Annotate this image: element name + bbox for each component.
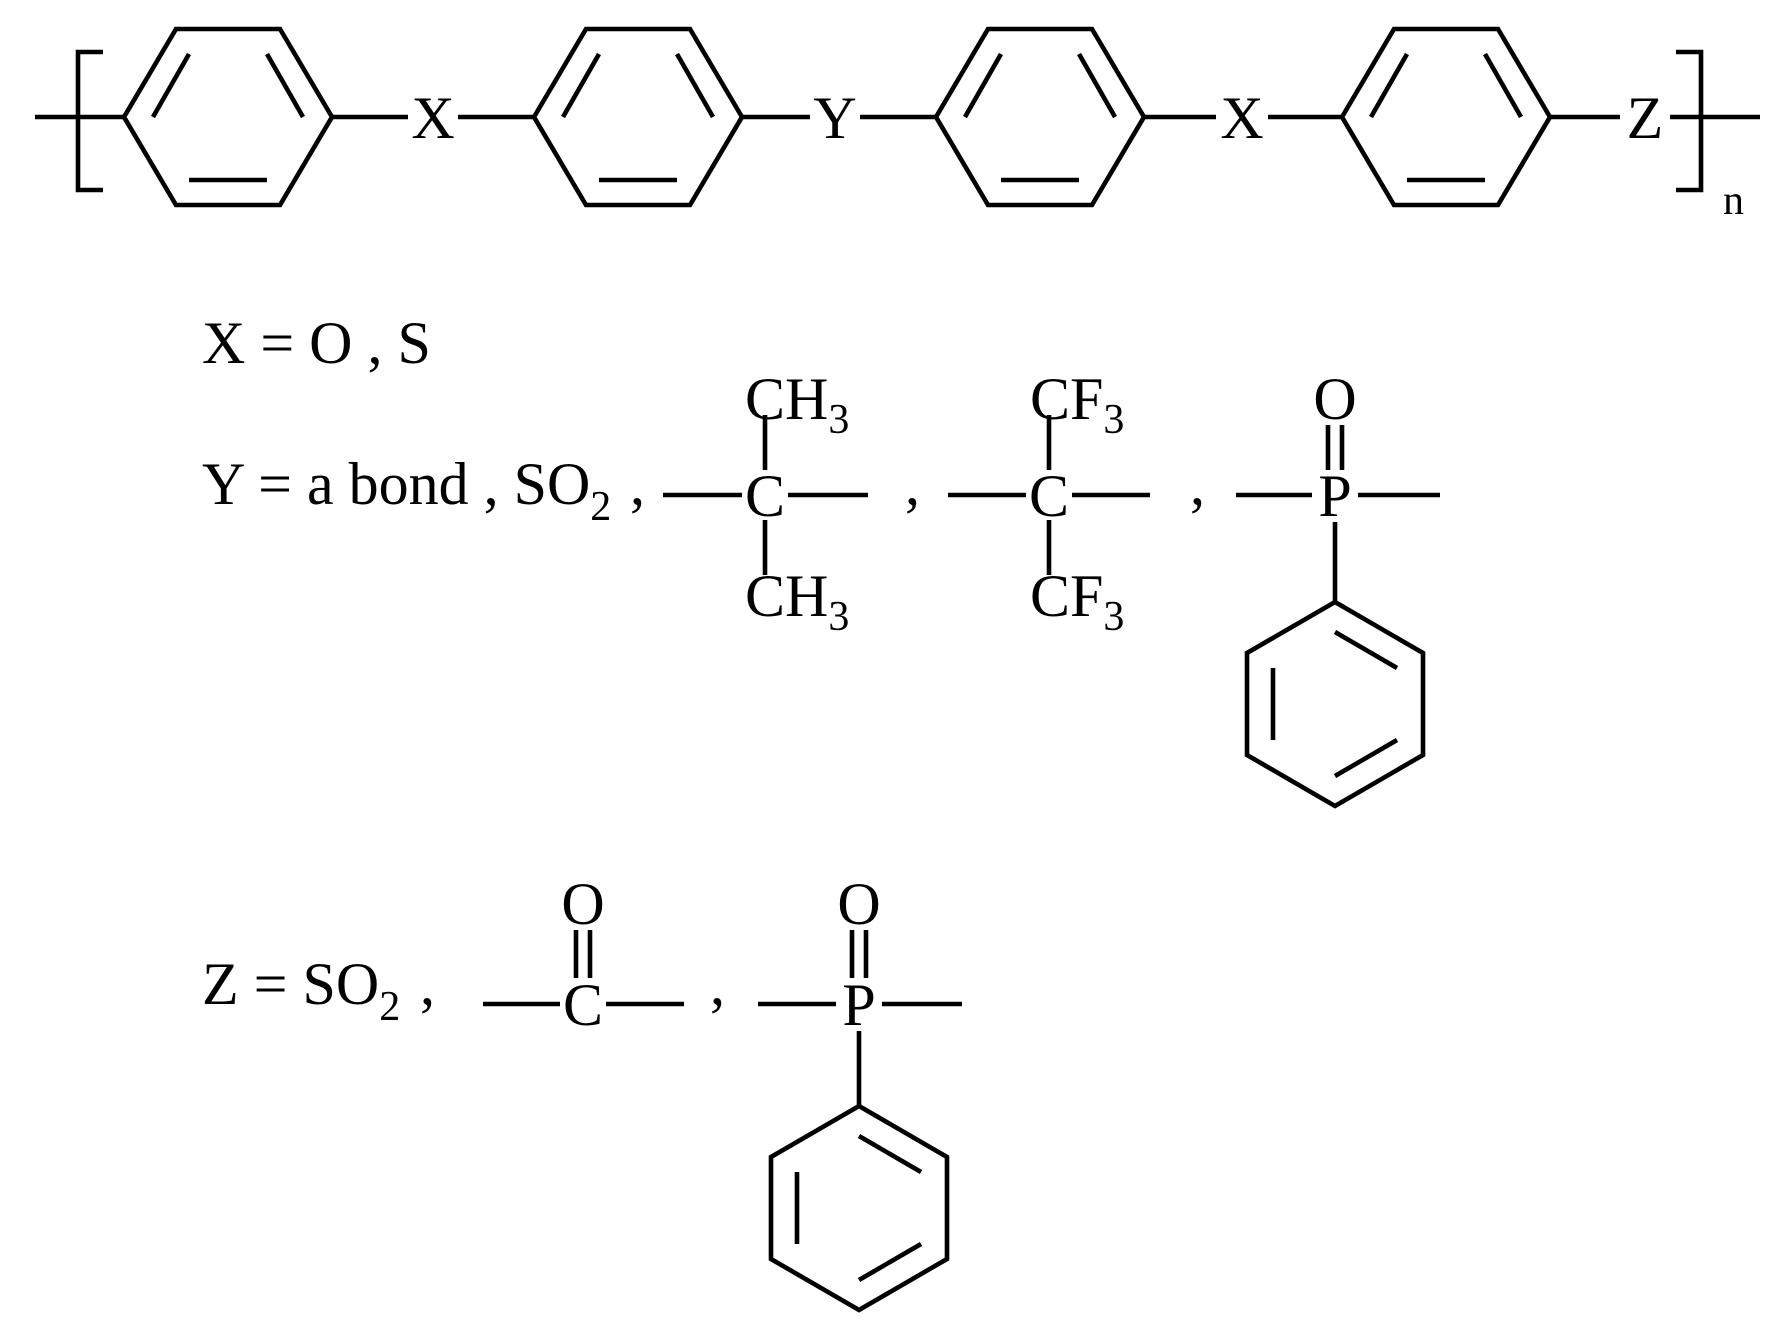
z-phosphine-oxide-group: P O — [758, 871, 962, 1313]
y-dimethyl-top: CH3 — [745, 366, 849, 443]
link-y: Y — [813, 85, 856, 151]
y-cf3-bottom: CF3 — [1030, 563, 1124, 640]
y-comma-1: , — [630, 451, 645, 517]
y-cf3-top: CF3 — [1030, 366, 1124, 443]
y-definition: Y = a bond , SO2 , C CH3 CH3 , C CF3 CF3… — [202, 366, 1440, 809]
y-cf3-center: C — [1029, 463, 1069, 529]
z-phenyl-ring — [768, 1103, 950, 1313]
repeat-bracket-left — [75, 49, 103, 193]
y-bistrifluoromethyl-group: C CF3 CF3 — [948, 366, 1150, 640]
repeat-bracket-right — [1676, 49, 1704, 193]
y-phosphine-oxide-group: P O — [1236, 366, 1440, 809]
link-x-2: X — [1220, 85, 1263, 151]
x-definition: X = O , S — [202, 310, 431, 376]
y-dimethyl-group: C CH3 CH3 — [663, 366, 868, 640]
z-phosphorus: P — [842, 972, 875, 1038]
link-x-1: X — [411, 85, 454, 151]
benzene-ring-4 — [1339, 26, 1553, 208]
y-prefix: Y = a bond , SO2 — [202, 451, 611, 530]
benzene-ring-3 — [933, 26, 1147, 208]
benzene-ring-2 — [531, 26, 745, 208]
z-definition: Z = SO2 , C O , P O — [202, 871, 962, 1313]
repeat-count-label: n — [1723, 178, 1744, 224]
z-prefix-comma: , — [420, 951, 435, 1017]
y-phosphine-oxygen: O — [1313, 366, 1356, 432]
link-z: Z — [1627, 85, 1664, 151]
y-comma-3: , — [1190, 451, 1205, 517]
polymer-repeat-unit: X Y X Z n — [35, 26, 1760, 224]
y-comma-2: , — [905, 451, 920, 517]
y-phosphorus: P — [1318, 463, 1351, 529]
benzene-ring-1 — [121, 26, 335, 208]
z-prefix: Z = SO2 — [202, 951, 400, 1030]
z-comma: , — [710, 951, 725, 1017]
z-carbonyl-group: C O — [483, 871, 684, 1038]
z-phosphine-oxygen: O — [837, 871, 880, 937]
z-carbonyl-oxygen: O — [561, 871, 604, 937]
y-phenyl-ring — [1244, 599, 1426, 809]
y-dimethyl-center: C — [745, 463, 785, 529]
y-dimethyl-bottom: CH3 — [745, 563, 849, 640]
z-carbonyl-carbon: C — [563, 972, 603, 1038]
